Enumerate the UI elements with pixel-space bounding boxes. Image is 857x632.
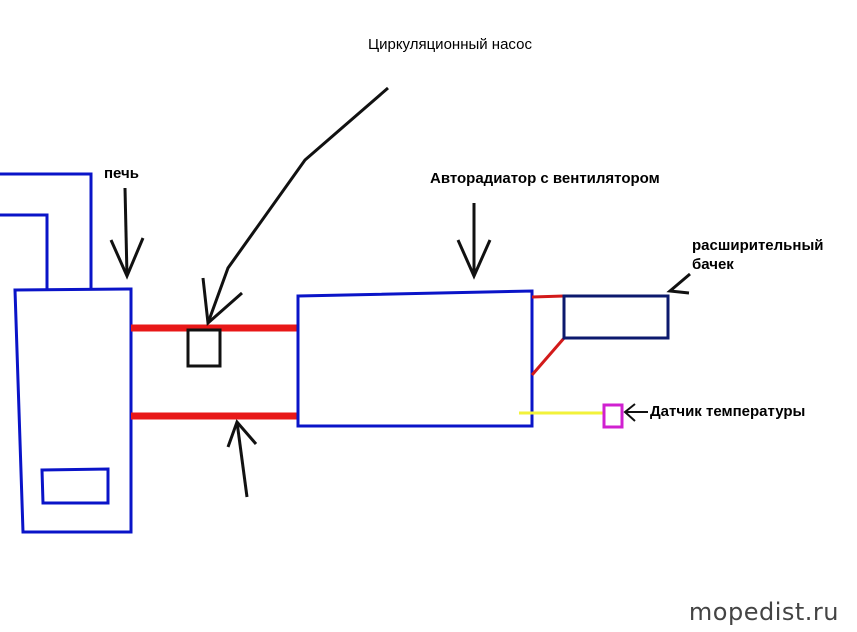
watermark: mopedist.ru — [688, 598, 839, 626]
sensor-arrow-head-icon — [623, 403, 636, 422]
expansion-tank — [562, 294, 670, 340]
tank-label-line1: расширительный — [692, 237, 824, 254]
stove-arrow-head-icon — [109, 237, 145, 280]
tank-lower-connector — [530, 336, 567, 376]
tank-upper-connector — [531, 294, 565, 299]
stove-label: печь — [104, 165, 139, 182]
stove-body — [13, 287, 133, 534]
car-radiator — [296, 289, 534, 428]
pump-label: Циркуляционный насос — [368, 36, 532, 53]
tank-arrow-icon — [666, 272, 691, 295]
circulation-pump — [186, 328, 222, 368]
pump-arrow-head-icon — [201, 277, 243, 327]
temperature-sensor — [602, 403, 624, 429]
sensor-label: Датчик температуры — [650, 403, 806, 420]
chimney-outer-pipe — [0, 172, 93, 290]
chimney-inner-pipe — [0, 213, 49, 290]
stove-arrow-icon — [123, 187, 129, 277]
return-arrow-icon — [235, 421, 249, 498]
return-arrow-head-icon — [226, 419, 258, 448]
tank-label-line2: бачек — [692, 256, 734, 273]
stove-door — [40, 467, 110, 505]
radiator-arrow-head-icon — [456, 239, 492, 280]
radiator-label: Авторадиатор с вентилятором — [430, 170, 660, 187]
pump-arrow-icon — [206, 86, 389, 324]
